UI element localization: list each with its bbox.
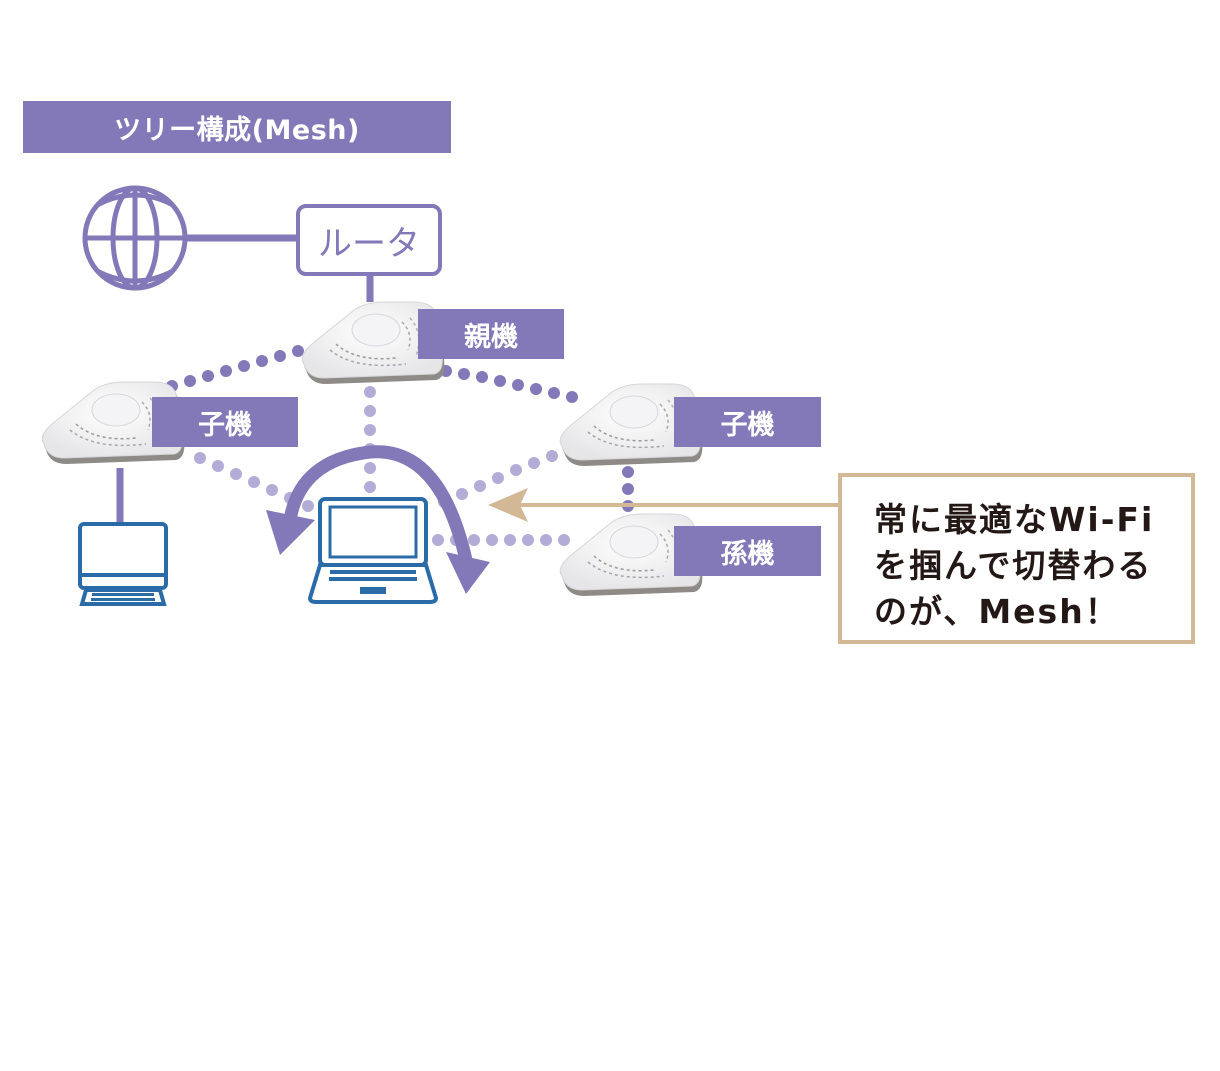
roaming-arrow-icon (266, 445, 490, 594)
callout-line: を掴んで切替わる (874, 546, 1153, 585)
router-node: ルータ (296, 204, 442, 276)
callout-box: 常に最適なWi-Fi を掴んで切替わる のが、Mesh！ (838, 473, 1195, 644)
grandchild-label: 孫機 (674, 526, 821, 576)
parent-label: 親機 (418, 309, 564, 359)
child-right-label: 子機 (674, 397, 821, 447)
wireless-link-parent-laptop (364, 386, 376, 493)
mesh-link-parent-child-left (166, 345, 304, 392)
desktop-computer-icon (78, 522, 168, 606)
wireless-link-child-right-laptop (438, 450, 558, 508)
callout-line: 常に最適なWi-Fi (874, 500, 1155, 539)
wireless-link-grandchild-laptop (432, 534, 570, 546)
diagram-title: ツリー構成(Mesh) (23, 101, 451, 153)
child-left-label: 子機 (152, 397, 298, 447)
callout-arrow-icon (488, 488, 838, 522)
laptop-icon (307, 497, 439, 604)
mesh-link-parent-child-right (440, 365, 578, 403)
callout-line: のが、Mesh！ (874, 592, 1120, 631)
globe-icon (82, 185, 188, 291)
